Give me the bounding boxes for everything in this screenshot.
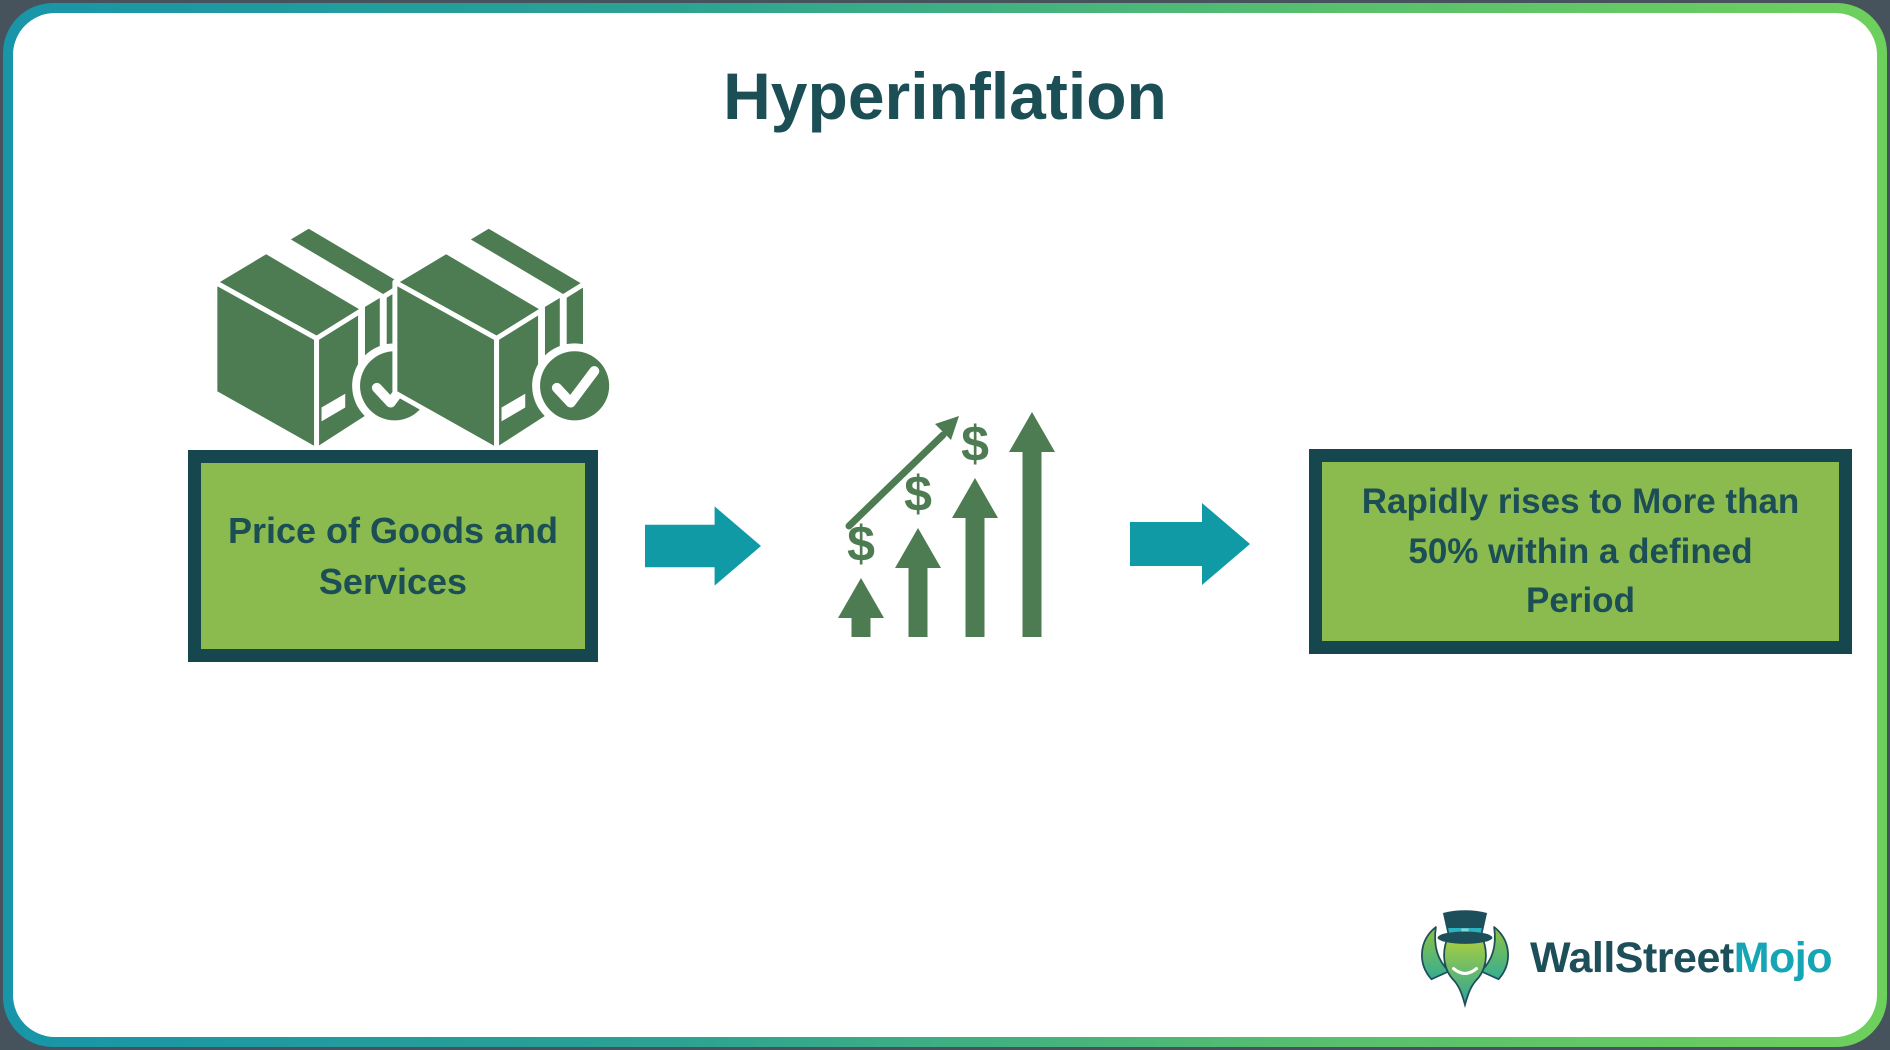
result-box-line-3: Period	[1526, 581, 1635, 621]
page-title: Hyperinflation	[723, 59, 1167, 133]
right-arrow-icon	[645, 506, 761, 586]
wallstreetmojo-logo: WallStreetMojo	[1412, 903, 1842, 1013]
price-box-line-1: Price of Goods and	[227, 509, 559, 551]
result-box-line-2: 50% within a defined	[1408, 531, 1753, 571]
up-arrow-icon	[895, 528, 941, 637]
logo-text-mojo: Mojo	[1733, 933, 1833, 982]
result-box: Rapidly rises to More than 50% within a …	[1309, 449, 1852, 654]
check-icon	[532, 343, 618, 429]
dollar-sign: $	[961, 416, 989, 472]
bull-mascot-icon	[1421, 910, 1509, 1009]
up-arrow-icon	[838, 578, 884, 637]
logo-text-wallstreet: WallStreet	[1530, 933, 1734, 982]
goods-box-icon	[392, 223, 618, 453]
up-arrow-icon	[1009, 412, 1055, 637]
rising-prices-icon: $ $ $	[838, 412, 1055, 637]
result-box-line-1: Rapidly rises to More than	[1361, 481, 1800, 521]
trend-arrow-icon	[845, 416, 959, 530]
logo-wordmark: WallStreetMojo	[1530, 933, 1833, 983]
price-of-goods-box: Price of Goods and Services	[188, 450, 598, 662]
dollar-sign: $	[904, 466, 932, 522]
goods-box-icon	[212, 223, 438, 453]
price-box-line-2: Services	[318, 561, 468, 602]
right-arrow-icon	[1130, 503, 1250, 585]
up-arrow-icon	[952, 478, 998, 637]
